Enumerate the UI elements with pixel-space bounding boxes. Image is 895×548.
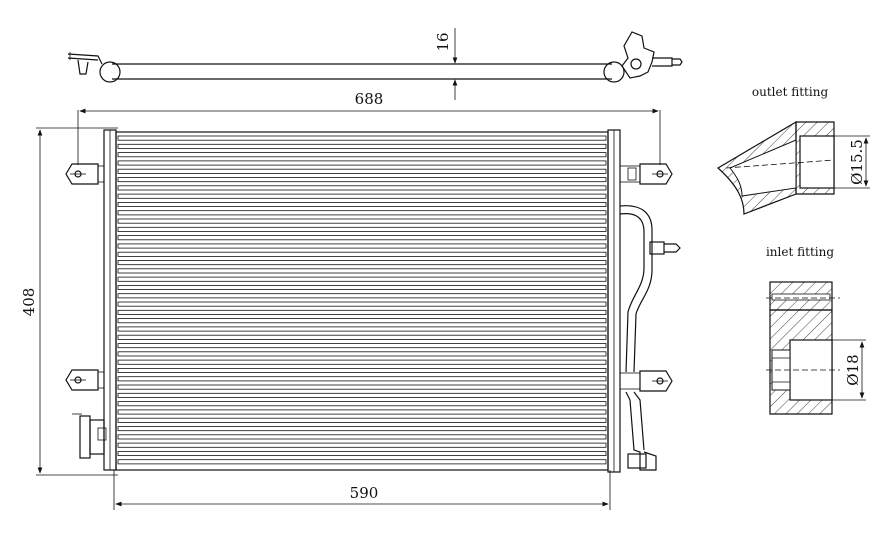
mount-tab-bottom-left	[65, 369, 105, 391]
left-connector	[72, 413, 107, 459]
outlet-diameter-dim: Ø15.5	[848, 139, 866, 185]
core-tube	[117, 284, 607, 290]
front-view: 688 408 590	[20, 90, 681, 510]
core-tube	[117, 276, 607, 282]
inlet-diameter-dim: Ø18	[844, 354, 862, 385]
core-tube	[117, 442, 607, 448]
core-tube	[117, 351, 607, 357]
outlet-fitting-label: outlet fitting	[752, 85, 829, 99]
core-tube	[117, 434, 607, 440]
core-tube	[117, 210, 607, 216]
core-tube	[117, 359, 607, 365]
core-tube	[117, 160, 607, 166]
core-tube	[117, 243, 607, 249]
core-tube	[117, 201, 607, 207]
core-tube	[117, 376, 607, 382]
inlet-fitting-label: inlet fitting	[766, 245, 834, 259]
core-height-dim: 408	[20, 288, 38, 317]
core-tube	[117, 143, 607, 149]
core-tube	[117, 450, 607, 456]
core-tube	[117, 168, 607, 174]
core-tube	[117, 293, 607, 299]
outlet-pipe	[619, 205, 681, 471]
core-tube	[117, 392, 607, 398]
core-tube	[117, 260, 607, 266]
core-tube	[117, 409, 607, 415]
core-tubes	[117, 135, 607, 465]
core-tube	[117, 185, 607, 191]
core-tube	[117, 226, 607, 232]
core-tube	[117, 326, 607, 332]
core-tube	[117, 268, 607, 274]
mount-tab-top-right	[619, 163, 673, 185]
core-tube	[117, 309, 607, 315]
core-tube	[117, 235, 607, 241]
core-tube	[117, 343, 607, 349]
core-tube	[117, 459, 607, 465]
core-tube	[117, 152, 607, 158]
core-width-dim: 590	[350, 484, 379, 502]
mount-span-dim: 688	[355, 90, 384, 108]
core-tube	[117, 426, 607, 432]
core-tube	[117, 367, 607, 373]
pipe-height-dim: 16	[434, 32, 452, 51]
core-tube	[117, 135, 607, 141]
core-tube	[117, 177, 607, 183]
mount-tab-top-left	[65, 163, 105, 185]
outlet-fitting-detail: outlet fitting Ø15.5	[716, 85, 870, 215]
core-tube	[117, 301, 607, 307]
core-tube	[117, 334, 607, 340]
core-tube	[117, 318, 607, 324]
core-tube	[117, 417, 607, 423]
top-view: 16	[67, 28, 683, 100]
core-tube	[117, 218, 607, 224]
core-tube	[117, 193, 607, 199]
core-tube	[117, 251, 607, 257]
inlet-fitting-detail: inlet fitting Ø18	[766, 245, 866, 415]
core-tube	[117, 401, 607, 407]
mount-tab-bottom-right	[619, 370, 673, 392]
core-tube	[117, 384, 607, 390]
